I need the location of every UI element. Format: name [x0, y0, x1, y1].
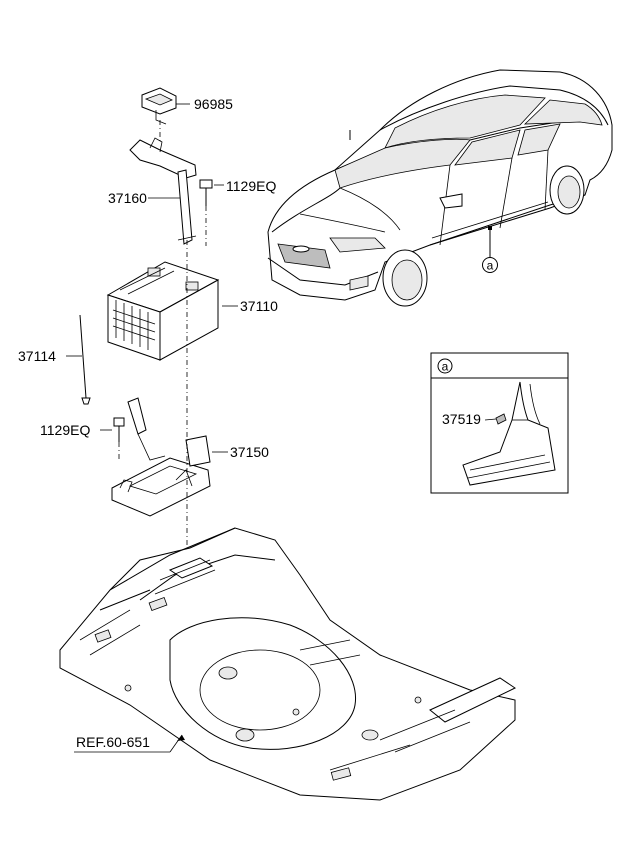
- label-1129eq-left: 1129EQ: [40, 422, 90, 438]
- part-96985-sensor: [141, 87, 190, 125]
- detail-header-letter: a: [442, 360, 449, 374]
- label-37150: 37150: [230, 444, 269, 460]
- label-96985: 96985: [194, 96, 233, 112]
- part-1129eq-bolt-top: [199, 179, 224, 206]
- car-callout-letter: a: [487, 259, 494, 273]
- label-37519: 37519: [442, 411, 481, 427]
- car-callout-marker: a: [482, 257, 498, 273]
- part-37150-tray: [111, 397, 228, 517]
- vehicle-illustration: [267, 69, 613, 307]
- part-37114-rod: [66, 314, 91, 405]
- ref-leader: [74, 734, 185, 753]
- part-37160-clamp: [129, 137, 197, 245]
- floor-panel-assembly: [59, 527, 517, 801]
- part-37110-battery: [106, 261, 238, 361]
- label-1129eq-top: 1129EQ: [226, 178, 276, 194]
- assembly-centerlines: [118, 120, 207, 580]
- part-1129eq-bolt-left: [100, 417, 125, 442]
- label-ref-60-651: REF.60-651: [76, 734, 150, 750]
- label-37160: 37160: [108, 190, 147, 206]
- label-37114: 37114: [18, 348, 56, 364]
- label-37110: 37110: [240, 298, 278, 314]
- detail-view-a: a: [430, 352, 569, 494]
